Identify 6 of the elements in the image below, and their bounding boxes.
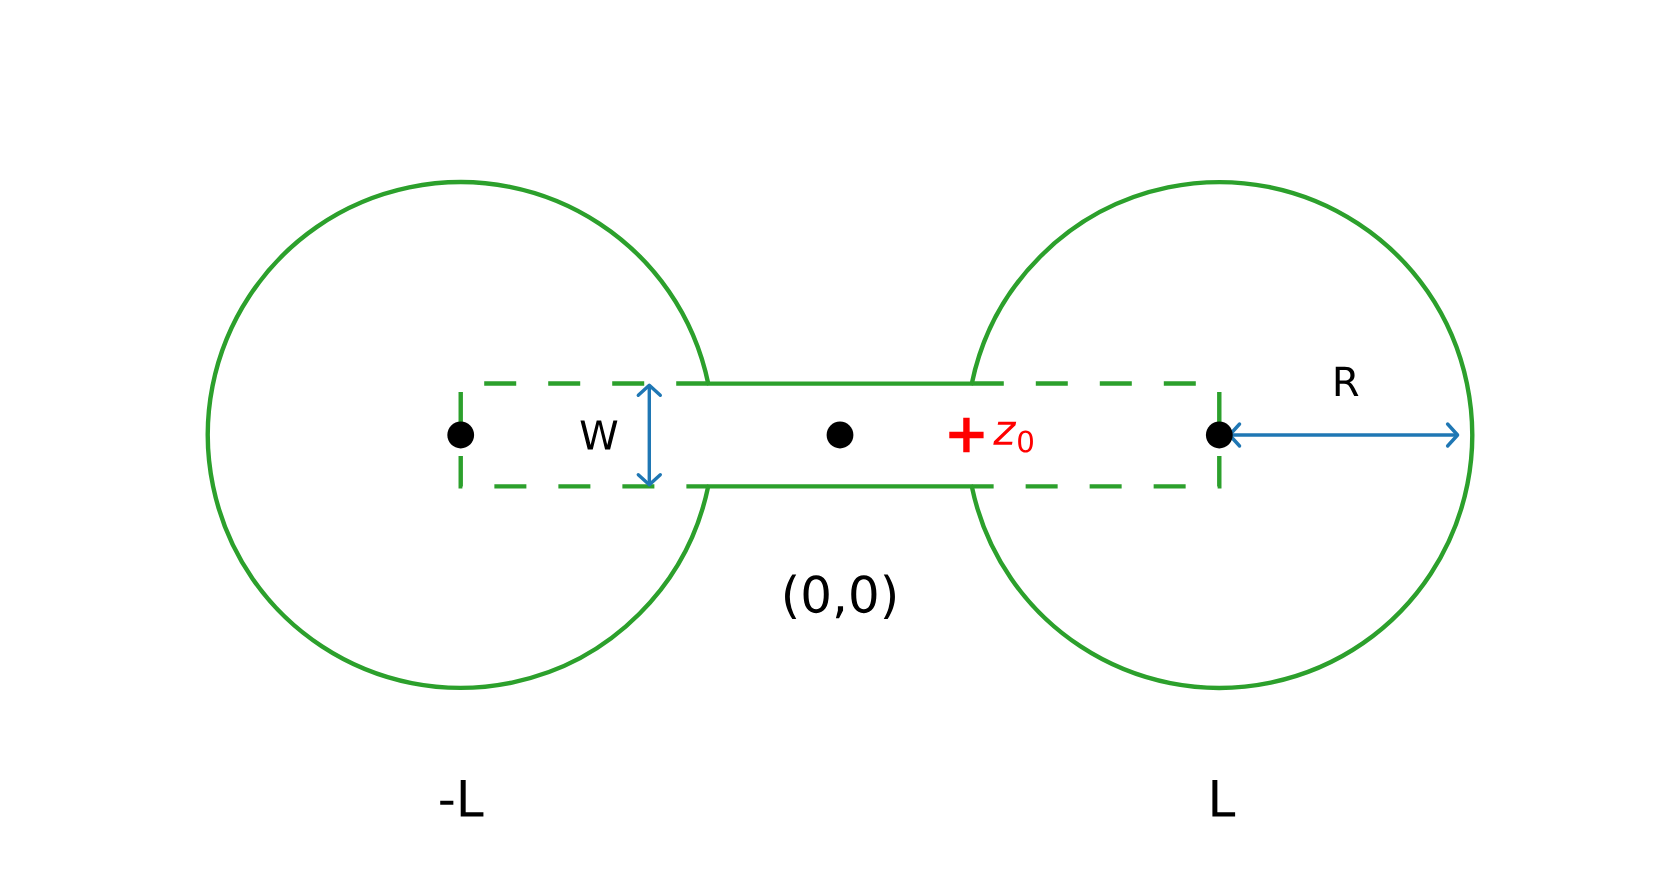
axis-label: -L: [440, 780, 484, 817]
axis-label: L: [1212, 780, 1236, 817]
point-label: z$_{0}$: [993, 421, 1033, 453]
coordinate-label: (0,0): [785, 574, 895, 620]
dimension-label: W: [580, 420, 618, 450]
dimension-label: R: [1335, 366, 1359, 396]
